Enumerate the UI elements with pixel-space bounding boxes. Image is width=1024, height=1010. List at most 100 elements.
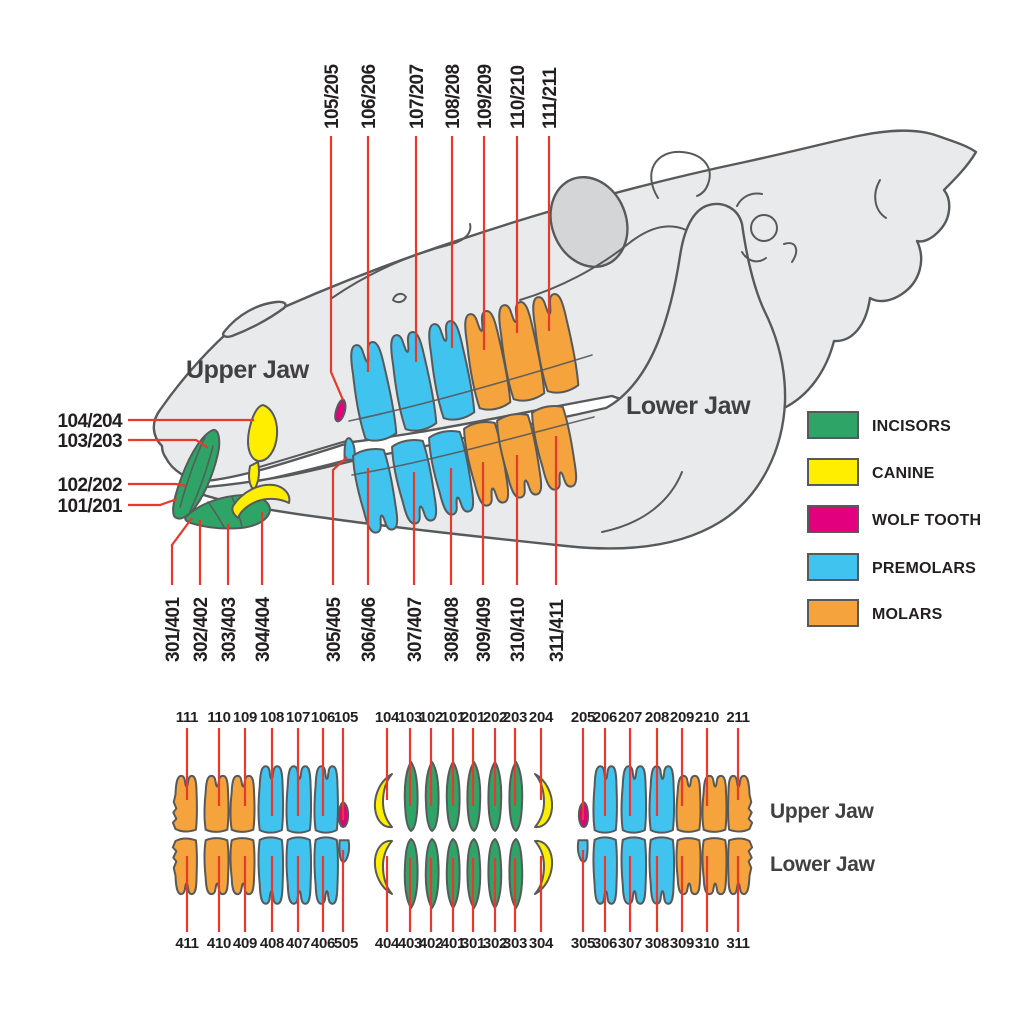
occlusal-bottom-label: 307: [618, 935, 642, 952]
bottom-label: 305/405: [324, 596, 345, 662]
occlusal-bottom-label: 409: [233, 935, 257, 952]
upper-jaw-label: Upper Jaw: [186, 356, 310, 384]
tooth-211: [727, 775, 754, 833]
top-label: 106/206: [359, 64, 380, 129]
legend-swatch-premolars: [807, 553, 859, 581]
occlusal-top-label: 203: [503, 709, 527, 726]
tooth-304: [534, 839, 554, 895]
occlusal-top-label: 206: [593, 709, 617, 726]
occlusal-jaw-labels: Upper Jaw Lower Jaw: [770, 800, 876, 876]
legend: INCISORS CANINE WOLF TOOTH PREMOLARS MOL…: [807, 411, 981, 627]
occlusal-top-label: 105: [334, 709, 358, 726]
occlusal-leader-lines: [185, 728, 740, 932]
tooth-410: [203, 837, 230, 896]
lower-gum-line: [351, 416, 595, 476]
occlusal-top-label: 102: [419, 709, 443, 726]
bottom-label: 304/404: [253, 596, 274, 662]
occlusal-top-label: 201: [461, 709, 485, 726]
skull-detail-lines: [253, 150, 887, 533]
tooth-311: [727, 837, 754, 895]
bottom-label: 308/408: [442, 597, 463, 662]
legend-swatch-molars: [807, 599, 859, 627]
upper-gum-line: [348, 354, 593, 422]
eye-socket: [549, 175, 629, 269]
top-label: 110/210: [508, 66, 529, 129]
occlusal-top-label: 108: [260, 709, 284, 726]
occlusal-top-label: 207: [618, 709, 642, 726]
tooth-309: [675, 837, 702, 896]
legend-swatch-canine: [807, 458, 859, 486]
occlusal-bottom-label: 410: [207, 935, 231, 952]
tooth-411: [171, 837, 198, 895]
tooth-307: [620, 836, 647, 905]
bottom-label: 311/411: [547, 599, 568, 662]
occlusal-bottom-label: 401: [441, 935, 465, 952]
occlusal-top-label: 202: [483, 709, 507, 726]
occlusal-bottom-label: 311: [726, 935, 749, 952]
legend-swatch-wolf-tooth: [807, 505, 859, 533]
legend-swatch-incisors: [807, 411, 859, 439]
tooth-408: [257, 836, 284, 905]
bottom-label: 306/406: [359, 597, 380, 662]
occlusal-bottom-label: 407: [286, 935, 310, 952]
occlusal-bottom-label: 406: [311, 935, 335, 952]
occlusal-bottom-label: 306: [593, 935, 617, 952]
occlusal-view: 111 110 109 108 107 106 105 104 103 102 …: [171, 709, 876, 952]
bottom-label: 310/410: [508, 597, 529, 662]
top-label: 105/205: [322, 63, 343, 129]
top-label: 108/208: [443, 64, 464, 129]
tooth-308: [648, 836, 675, 905]
occlusal-bottom-label: 408: [260, 935, 284, 952]
occlusal-bottom-label: 402: [419, 935, 443, 952]
occlusal-top-label: 204: [529, 709, 554, 726]
occlusal-top-label: 106: [311, 709, 335, 726]
occlusal-labels: 111 110 109 108 107 106 105 104 103 102 …: [175, 709, 750, 952]
occlusal-bottom-label: 505: [334, 935, 358, 952]
occlusal-top-label: 210: [695, 709, 719, 726]
lower-jaw-label: Lower Jaw: [626, 392, 751, 420]
tooth-409: [229, 837, 256, 896]
tooth-108: [257, 765, 284, 834]
bottom-label: 301/401: [163, 596, 184, 662]
lower-canine: [232, 485, 289, 518]
occlusal-top-label: 101: [441, 709, 465, 726]
skull-lateral-view: 105/205 106/206 107/207 108/208 109/209 …: [58, 63, 982, 662]
bottom-label: 307/407: [405, 597, 426, 662]
occlusal-top-label: 107: [286, 709, 310, 726]
tooth-204: [534, 773, 554, 829]
legend-label: MOLARS: [872, 606, 943, 623]
left-label: 103/203: [58, 431, 123, 452]
legend-label: CANINE: [872, 465, 935, 482]
left-label: 101/201: [58, 496, 124, 517]
left-label: 104/204: [58, 411, 124, 432]
occlusal-bottom-label: 411: [175, 935, 198, 952]
occlusal-top-label: 211: [726, 709, 749, 726]
upper-incisors: [173, 430, 219, 519]
occlusal-top-label: 209: [670, 709, 694, 726]
tooth-103: [403, 761, 419, 832]
occlusal-top-label: 110: [207, 709, 230, 726]
occlusal-bottom-label: 403: [398, 935, 422, 952]
tooth-207: [620, 765, 647, 834]
occlusal-bottom-label: 309: [670, 935, 694, 952]
occlusal-bottom-label: 304: [529, 935, 554, 952]
tooth-209: [675, 774, 702, 833]
top-label: 107/207: [407, 64, 428, 129]
occlusal-bottom-label: 404: [375, 935, 400, 952]
occlusal-top-label: 205: [571, 709, 595, 726]
skull-teeth: [173, 291, 595, 536]
occlusal-top-label: 208: [645, 709, 669, 726]
tooth-102: [424, 761, 440, 832]
legend-label: WOLF TOOTH: [872, 512, 981, 529]
tooth-109: [229, 774, 256, 833]
skull-labels: 105/205 106/206 107/207 108/208 109/209 …: [58, 63, 568, 662]
occlusal-lower-jaw-label: Lower Jaw: [770, 853, 876, 876]
occlusal-bottom-label: 302: [483, 935, 507, 952]
tooth-104: [373, 773, 393, 829]
tooth-110: [203, 774, 230, 833]
occlusal-top-label: 111: [176, 709, 198, 726]
occlusal-bottom-label: 305: [571, 935, 595, 952]
top-label: 109/209: [475, 64, 496, 129]
